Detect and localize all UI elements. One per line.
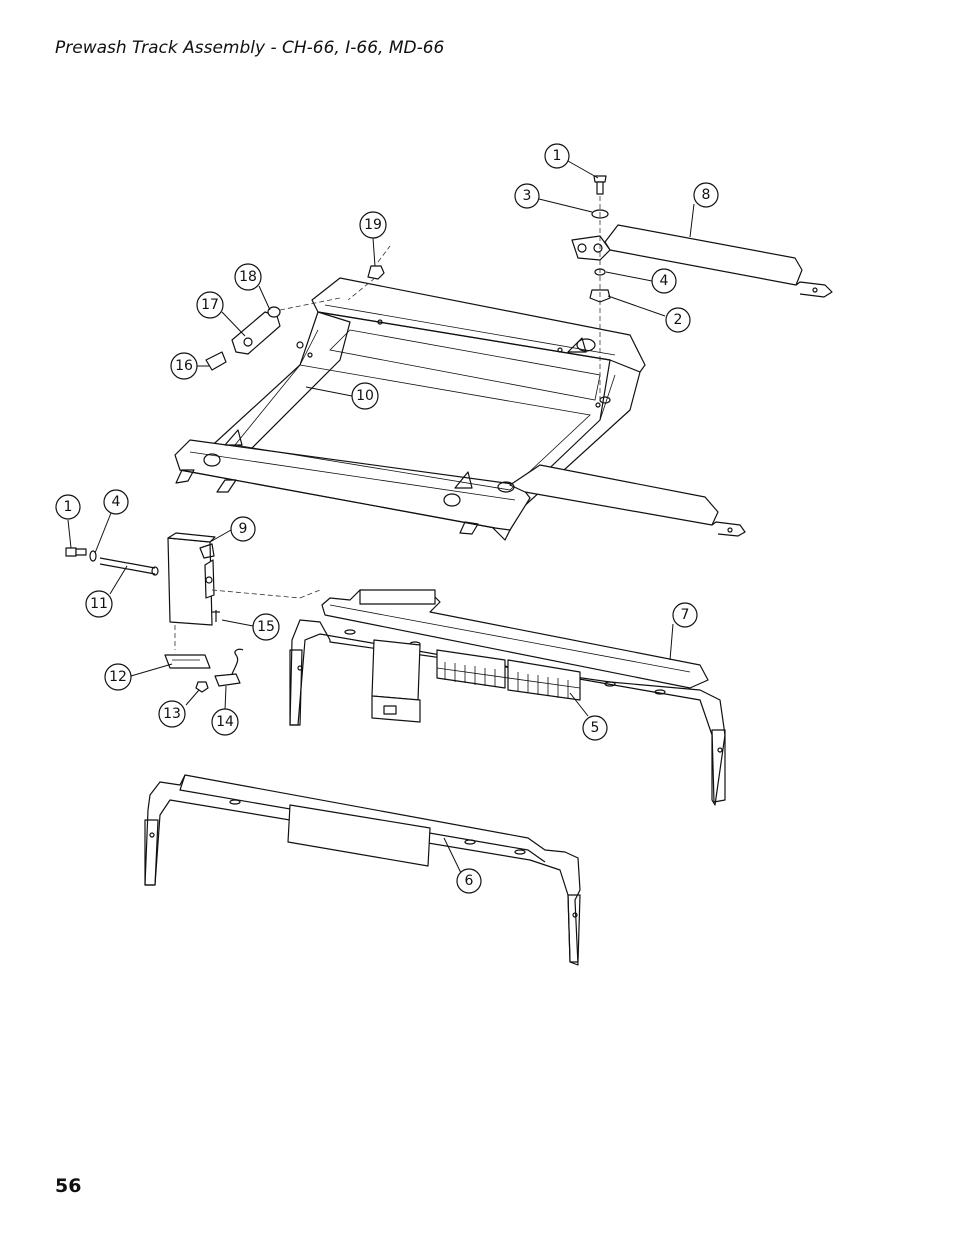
svg-text:6: 6	[465, 873, 474, 889]
callout-7: 7	[672, 602, 698, 628]
svg-text:12: 12	[109, 669, 127, 685]
callout-16: 16	[170, 352, 198, 380]
svg-text:1: 1	[553, 148, 562, 164]
svg-text:3: 3	[523, 188, 532, 204]
callout-4-left: 4	[103, 489, 129, 515]
callout-6: 6	[456, 868, 482, 894]
callout-19: 19	[359, 211, 387, 239]
page-title: Prewash Track Assembly - CH-66, I-66, MD…	[55, 38, 445, 58]
svg-text:8: 8	[702, 187, 711, 203]
rack-frame-part	[174, 277, 746, 541]
track-rail-part	[289, 589, 726, 806]
callout-4-top: 4	[651, 268, 677, 294]
svg-text:1: 1	[64, 499, 73, 515]
callout-10: 10	[351, 382, 379, 410]
svg-text:14: 14	[216, 714, 234, 730]
svg-text:2: 2	[674, 312, 683, 328]
svg-text:7: 7	[681, 607, 690, 623]
svg-text:16: 16	[175, 358, 193, 374]
svg-text:10: 10	[356, 388, 374, 404]
callout-14: 14	[211, 708, 239, 736]
callout-15: 15	[252, 613, 280, 641]
callout-12: 12	[104, 663, 132, 691]
svg-text:13: 13	[163, 706, 181, 722]
callout-17: 17	[196, 291, 224, 319]
latch-parts	[205, 297, 341, 371]
callout-3: 3	[514, 183, 540, 209]
svg-text:5: 5	[591, 720, 600, 736]
svg-text:4: 4	[112, 494, 121, 510]
pin-bracket-part	[65, 532, 321, 693]
callout-1-left: 1	[55, 494, 81, 520]
lower-rail-part	[144, 774, 581, 966]
page-number: 56	[55, 1175, 82, 1197]
svg-text:17: 17	[201, 297, 219, 313]
callout-8: 8	[693, 182, 719, 208]
callout-13: 13	[158, 700, 186, 728]
callout-1-top: 1	[544, 143, 570, 169]
callout-11: 11	[85, 590, 113, 618]
leader-lines	[67, 160, 695, 874]
callout-5: 5	[582, 715, 608, 741]
upper-bracket-part	[571, 224, 833, 298]
svg-text:19: 19	[364, 217, 382, 233]
hardware-stack	[589, 175, 611, 400]
svg-text:11: 11	[90, 596, 108, 612]
svg-text:4: 4	[660, 273, 669, 289]
svg-text:18: 18	[239, 269, 257, 285]
grille-part	[436, 649, 581, 701]
svg-text:9: 9	[239, 521, 248, 537]
nut-part-19	[347, 245, 391, 301]
callout-18: 18	[234, 263, 262, 291]
svg-text:15: 15	[257, 619, 275, 635]
callout-9: 9	[230, 516, 256, 542]
callout-2: 2	[665, 307, 691, 333]
